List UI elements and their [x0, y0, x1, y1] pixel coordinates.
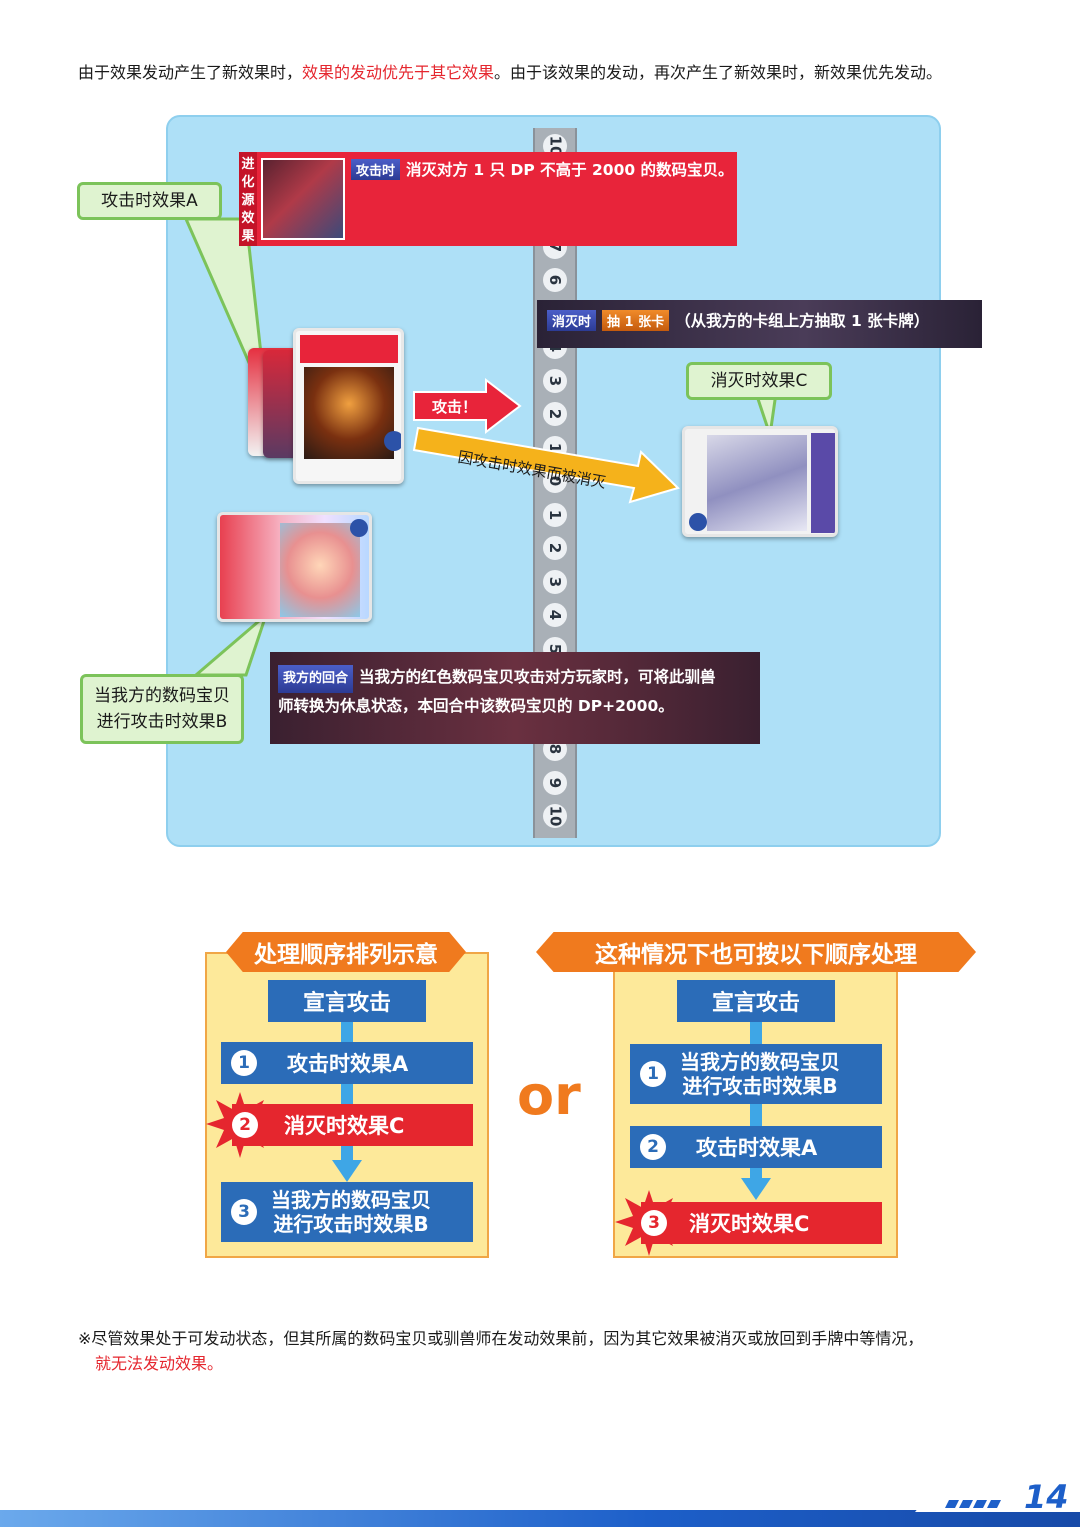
down-arrow-icon: [741, 1178, 771, 1200]
connector: [750, 1168, 762, 1180]
effect-b-text-2: 师转换为休息状态，本回合中该数码宝贝的 DP+2000。: [278, 697, 674, 715]
tamer-art: [280, 523, 360, 617]
step-number: 1: [231, 1050, 257, 1076]
effect-b-tag: 我方的回合: [278, 665, 354, 693]
or-label: or: [517, 1064, 581, 1127]
digimon-art: [707, 435, 807, 531]
memory-cell: 10: [543, 804, 567, 828]
callout-effect-b: 当我方的数码宝贝 进行攻击时效果B: [80, 674, 244, 744]
memory-cell: 6: [543, 268, 567, 292]
cost-badge: [350, 519, 368, 537]
memory-cell: 9: [543, 770, 567, 795]
effect-c-text: （从我方的卡组上方抽取 1 张卡牌）: [675, 312, 930, 330]
footnote: ※尽管效果处于可发动状态，但其所属的数码宝贝或驯兽师在发动效果前，因为其它效果被…: [78, 1329, 924, 1373]
effect-c-tag-destroy: 消灭时: [547, 310, 597, 331]
attacking-digimon-card: [293, 328, 404, 484]
callout-effect-a: 攻击时效果A: [77, 182, 222, 220]
effect-c-tag-draw: 抽 1 张卡: [602, 310, 670, 331]
declare-attack-right: 宣言攻击: [677, 980, 835, 1022]
memory-cell: 3: [543, 569, 567, 594]
down-arrow-icon: [332, 1160, 362, 1182]
intro-highlight: 效果的发动优先于其它效果: [302, 63, 495, 82]
connector: [750, 1022, 762, 1044]
callout-pointers: [183, 217, 778, 677]
flow-title-left: 处理顺序排列示意: [226, 932, 466, 972]
step-number: 1: [640, 1061, 666, 1087]
flow-right-step-2: 2 攻击时效果A: [630, 1126, 882, 1168]
effect-a-art: [261, 158, 345, 240]
flow-right-step-3: 3 消灭时效果C: [641, 1202, 882, 1244]
attack-label: 攻击！: [432, 398, 478, 416]
connector: [341, 1022, 353, 1042]
connector: [341, 1084, 353, 1104]
footer-band: [0, 1510, 1080, 1527]
effect-a-tag: 攻击时: [351, 159, 401, 180]
tamer-card: [217, 512, 372, 622]
flow-left-step-3: 3 当我方的数码宝贝 进行攻击时效果B: [221, 1182, 473, 1242]
memory-cell: 2: [543, 402, 567, 426]
callout-b-tail: [191, 610, 270, 677]
destroyed-digimon-card: [682, 426, 838, 537]
level-badge: [689, 513, 707, 531]
memory-cell: 3: [543, 368, 567, 393]
declare-attack-left: 宣言攻击: [268, 980, 426, 1022]
effect-b-bar: 我方的回合当我方的红色数码宝贝攻击对方玩家时，可将此驯兽 师转换为休息状态，本回…: [270, 652, 760, 744]
effect-b-text-1: 当我方的红色数码宝贝攻击对方玩家时，可将此驯兽: [359, 668, 716, 686]
effect-c-bar: 消灭时抽 1 张卡 （从我方的卡组上方抽取 1 张卡牌）: [537, 300, 982, 348]
flow-left-step-1: 1 攻击时效果A: [221, 1042, 473, 1084]
connector: [750, 1104, 762, 1126]
flow-left-step-2: 2 消灭时效果C: [232, 1104, 473, 1146]
step-number: 2: [232, 1112, 258, 1138]
memory-cell: 1: [543, 502, 567, 527]
intro-text: 由于效果发动产生了新效果时，效果的发动优先于其它效果。由于该效果的发动，再次产生…: [78, 63, 943, 82]
destroyed-arrow: [412, 426, 680, 504]
callout-effect-c: 消灭时效果C: [686, 362, 832, 400]
step-number: 2: [640, 1134, 666, 1160]
page-number: 14: [1024, 1478, 1069, 1516]
effect-a-bar: 进化源效果 攻击时消灭对方 1 只 DP 不高于 2000 的数码宝贝。: [239, 152, 737, 246]
digimon-art: [304, 367, 394, 459]
attack-arrow: [413, 378, 522, 434]
effect-a-text: 消灭对方 1 只 DP 不高于 2000 的数码宝贝。: [406, 161, 734, 179]
memory-cell: 4: [543, 603, 567, 627]
flow-right-step-1: 1 当我方的数码宝贝 进行攻击时效果B: [630, 1044, 882, 1104]
evolution-source-label: 进化源效果: [239, 152, 257, 246]
memory-cell: 2: [543, 536, 567, 560]
step-number: 3: [231, 1199, 257, 1225]
step-number: 3: [641, 1210, 667, 1236]
flow-title-right: 这种情况下也可按以下顺序处理: [536, 932, 976, 972]
page-tab: [915, 1476, 1080, 1512]
level-badge: [384, 431, 401, 451]
